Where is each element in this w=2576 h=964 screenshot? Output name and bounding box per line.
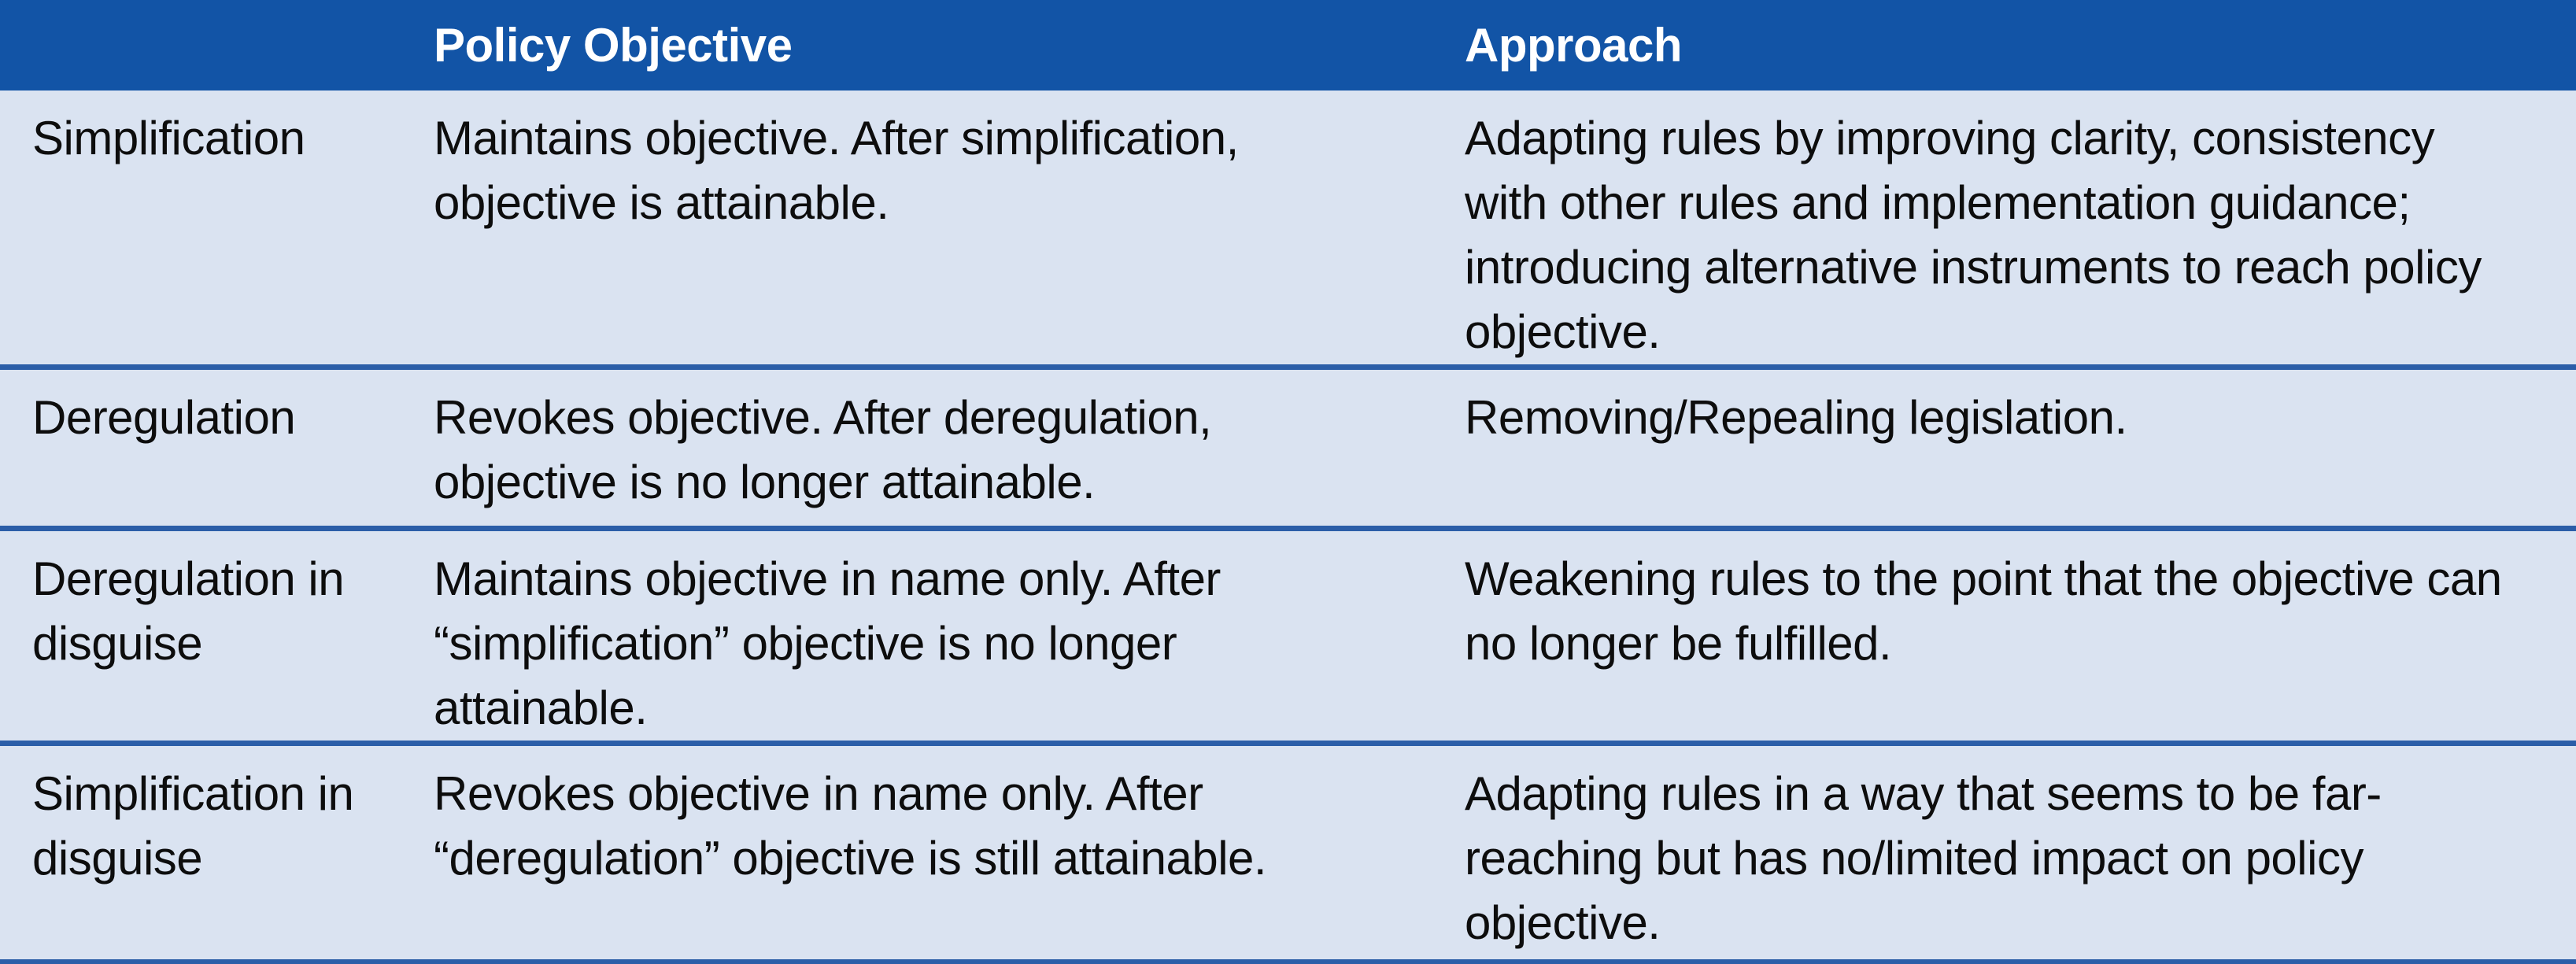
approach-cell: Weakening rules to the point that the ob… (1465, 552, 2502, 670)
row-label-cell: Deregulation in disguise (32, 552, 345, 670)
header-cell-rowlabel (0, 0, 401, 90)
policy-objective-cell: Maintains objective in name only. After … (434, 552, 1221, 734)
header-cell-approach: Approach (1465, 18, 1683, 72)
table-row-deregulation-in-disguise: Deregulation in disguise Maintains objec… (0, 526, 2576, 741)
approach-cell: Adapting rules by improving clarity, con… (1465, 112, 2482, 358)
table-row-deregulation: Deregulation Revokes objective. After de… (0, 364, 2576, 526)
table-row-simplification-in-disguise: Simplification in disguise Revokes objec… (0, 741, 2576, 964)
policy-objective-cell: Revokes objective in name only. After “d… (434, 767, 1267, 885)
row-label-cell: Deregulation (32, 391, 296, 444)
policy-objective-cell: Maintains objective. After simplificatio… (434, 112, 1239, 229)
approach-cell: Adapting rules in a way that seems to be… (1465, 767, 2382, 949)
row-label-cell: Simplification (32, 112, 305, 164)
approach-cell: Removing/Repealing legislation. (1465, 391, 2127, 444)
table-row-simplification: Simplification Maintains objective. Afte… (0, 90, 2576, 364)
policy-objective-cell: Revokes objective. After deregulation, o… (434, 391, 1212, 508)
header-row: Policy Objective Approach (0, 0, 2576, 90)
header-cell-policy-objective: Policy Objective (434, 18, 793, 72)
row-label-cell: Simplification in disguise (32, 767, 354, 885)
